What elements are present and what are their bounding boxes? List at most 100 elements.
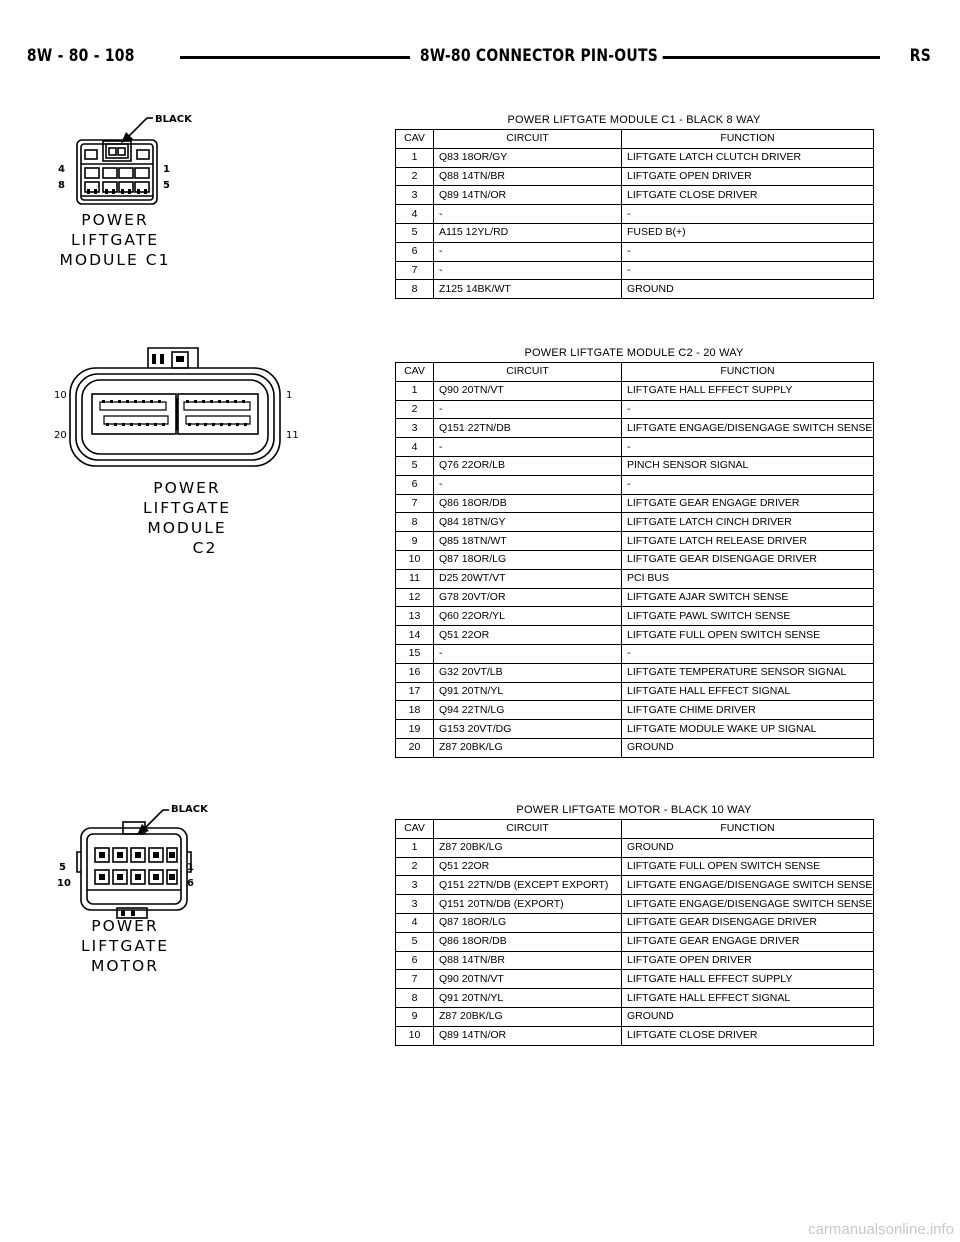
connector-motor-drawing: BLACK 5 1 10 6 POWER LIFTGATE MOTOR — [55, 802, 225, 982]
cav-cell: 5 — [395, 931, 434, 952]
circuit-cell: G32 20VT/LB — [433, 662, 622, 683]
connector-c2-drawing: 10 1 20 11 POWER LIFTGATE MODULE C2 — [52, 340, 302, 560]
circuit-cell: Q151 22TN/DB — [433, 418, 622, 439]
connector-label-line: POWER — [81, 211, 149, 229]
circuit-cell: - — [433, 474, 622, 495]
cav-cell: 10 — [395, 549, 434, 570]
table-row: 4-- — [395, 437, 874, 457]
connector-c2-pin-label: 1 — [286, 390, 293, 401]
connector-c2-label: POWER LIFTGATE MODULE C2 — [122, 478, 252, 558]
connector-motor-label: POWER LIFTGATE MOTOR — [65, 916, 185, 976]
circuit-cell: Q89 14TN/OR — [433, 1025, 622, 1046]
circuit-cell: Z87 20BK/LG — [433, 1006, 622, 1027]
cav-cell: 9 — [395, 531, 434, 551]
function-cell: FUSED B(+) — [621, 222, 874, 243]
circuit-cell: Q85 18TN/WT — [433, 531, 622, 551]
table-row: 6-- — [395, 474, 874, 495]
function-cell: - — [621, 399, 874, 420]
cav-cell: 14 — [395, 625, 434, 645]
function-cell: LIFTGATE FULL OPEN SWITCH SENSE — [621, 625, 874, 645]
function-cell: LIFTGATE ENGAGE/DISENGAGE SWITCH SENSE — [621, 875, 874, 896]
connector-motor-table-title: POWER LIFTGATE MOTOR - BLACK 10 WAY — [516, 804, 752, 816]
cav-cell: 4 — [395, 912, 434, 933]
connector-label-line: POWER — [91, 917, 159, 935]
circuit-cell: Q86 18OR/DB — [433, 493, 622, 514]
table-row: 4-- — [395, 204, 874, 224]
function-cell: LIFTGATE GEAR ENGAGE DRIVER — [621, 493, 874, 514]
circuit-cell: Q94 22TN/LG — [433, 700, 622, 721]
cav-cell: 2 — [395, 856, 434, 877]
circuit-cell: Q91 20TN/YL — [433, 681, 622, 702]
table-header-row: CAV CIRCUIT FUNCTION — [395, 362, 874, 382]
connector-c2-table-title: POWER LIFTGATE MODULE C2 - 20 WAY — [524, 347, 744, 359]
circuit-cell: Q76 22OR/LB — [433, 455, 622, 476]
connector-motor-table-block: POWER LIFTGATE MOTOR - BLACK 10 WAY CAV … — [395, 802, 874, 1046]
function-cell: LIFTGATE CLOSE DRIVER — [621, 1025, 874, 1046]
function-cell: - — [621, 437, 874, 457]
connector-motor-face-icon — [76, 809, 192, 919]
column-header-circuit: CIRCUIT — [433, 362, 622, 382]
cav-cell: 10 — [395, 1025, 434, 1046]
circuit-cell: Q88 14TN/BR — [433, 166, 622, 187]
connector-motor-pin-label: 1 — [187, 862, 194, 873]
circuit-cell: Q84 18TN/GY — [433, 512, 622, 533]
connector-c1-face-icon — [76, 117, 158, 205]
table-row: 7-- — [395, 260, 874, 281]
function-cell: LIFTGATE HALL EFFECT SIGNAL — [621, 681, 874, 702]
circuit-cell: Q51 22OR — [433, 856, 622, 877]
function-cell: - — [621, 643, 874, 664]
connector-label-line: LIFTGATE — [81, 937, 169, 955]
connector-label-line: C2 — [192, 539, 218, 557]
connector-c1-pin-label: 1 — [163, 164, 170, 175]
table-header-row: CAV CIRCUIT FUNCTION — [395, 129, 874, 149]
function-cell: LIFTGATE CLOSE DRIVER — [621, 185, 874, 206]
circuit-cell: Q151 20TN/DB (EXPORT) — [433, 894, 622, 914]
cav-cell: 3 — [395, 894, 434, 914]
cav-cell: 6 — [395, 474, 434, 495]
column-header-cav: CAV — [395, 362, 434, 382]
circuit-cell: Q90 20TN/VT — [433, 969, 622, 990]
column-header-cav: CAV — [395, 129, 434, 149]
watermark: carmanualsonline.info — [808, 1221, 954, 1238]
cav-cell: 2 — [395, 166, 434, 187]
cav-cell: 12 — [395, 587, 434, 608]
cav-cell: 17 — [395, 681, 434, 702]
column-header-function: FUNCTION — [621, 129, 874, 149]
circuit-cell: A115 12YL/RD — [433, 222, 622, 243]
cav-cell: 6 — [395, 950, 434, 971]
function-cell: LIFTGATE GEAR ENGAGE DRIVER — [621, 931, 874, 952]
cav-cell: 5 — [395, 455, 434, 476]
cav-cell: 8 — [395, 512, 434, 533]
page-number: 8W - 80 - 108 — [22, 46, 140, 66]
header-rule-right — [630, 56, 880, 59]
cav-cell: 19 — [395, 719, 434, 739]
function-cell: - — [621, 260, 874, 281]
column-header-function: FUNCTION — [621, 819, 874, 839]
cav-cell: 13 — [395, 606, 434, 627]
cav-cell: 1 — [395, 837, 434, 858]
cav-cell: 1 — [395, 380, 434, 401]
function-cell: LIFTGATE OPEN DRIVER — [621, 950, 874, 971]
connector-label-line: MODULE — [147, 519, 227, 537]
connector-label-line: LIFTGATE — [143, 499, 231, 517]
connector-c1-table-block: POWER LIFTGATE MODULE C1 - BLACK 8 WAY C… — [395, 112, 874, 300]
cav-cell: 3 — [395, 875, 434, 896]
